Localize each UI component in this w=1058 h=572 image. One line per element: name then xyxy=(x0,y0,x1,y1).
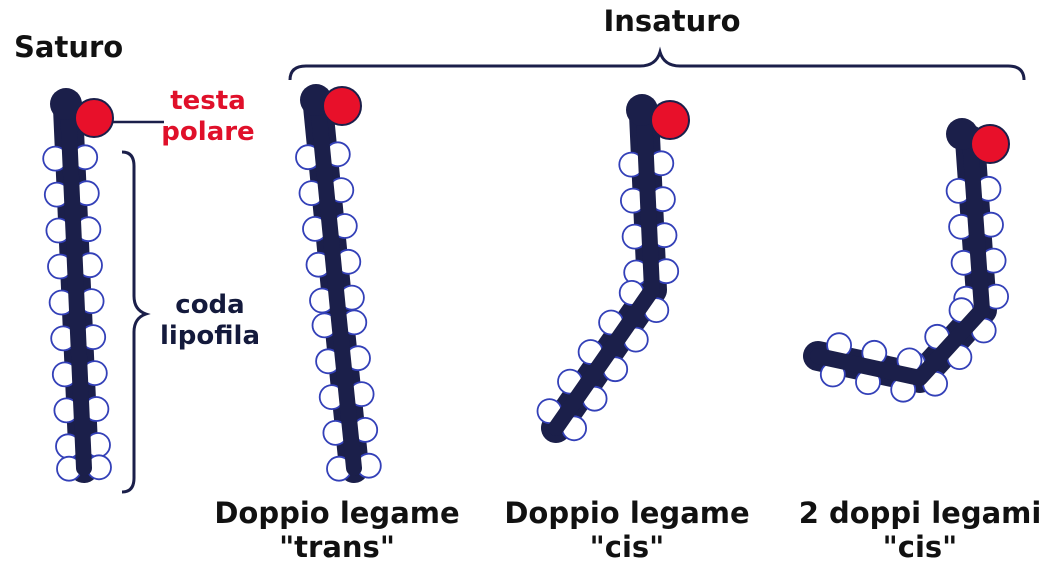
saturated-label: Saturo xyxy=(14,30,124,64)
polar-head-atom xyxy=(74,98,114,138)
cis-caption-line2: "cis" xyxy=(589,530,665,565)
head-label-line2: polare xyxy=(161,116,255,147)
head-label-line1: testa xyxy=(170,86,246,116)
cis2-caption-line1: 2 doppi legami xyxy=(798,496,1042,530)
molecule-cis-2 xyxy=(803,118,1010,403)
polar-head-atom xyxy=(322,86,362,126)
tail-label-line1: coda xyxy=(175,290,245,320)
cis2-caption: 2 doppi legami "cis" xyxy=(799,496,1042,564)
cis-caption: Doppio legame "cis" xyxy=(504,496,749,564)
carbon-backbone-core xyxy=(548,106,660,436)
carbon-backbone-core xyxy=(310,98,362,476)
trans-caption-line2: "trans" xyxy=(279,530,395,565)
cis2-caption-line2: "cis" xyxy=(882,530,958,565)
unsaturated-bracket xyxy=(288,46,1026,81)
carbon-backbone-core xyxy=(60,100,92,476)
cis-caption-line1: Doppio legame xyxy=(504,496,750,530)
polar-head-atom xyxy=(970,124,1010,164)
molecule-cis xyxy=(536,94,690,443)
tail-bracket xyxy=(121,150,151,494)
tail-label-line2: lipofila xyxy=(159,320,261,351)
head-carbon-atom xyxy=(626,94,658,126)
trans-caption: Doppio legame "trans" xyxy=(214,496,459,564)
tail-label: coda lipofila xyxy=(160,290,260,351)
polar-head-atom xyxy=(650,100,690,140)
trans-caption-line1: Doppio legame xyxy=(214,496,460,530)
head-carbon-atom xyxy=(946,118,978,150)
molecule-saturated xyxy=(42,88,114,483)
unsaturated-label: Insaturo xyxy=(603,4,741,38)
molecule-trans xyxy=(295,84,382,483)
head-carbon-atom xyxy=(50,88,82,120)
head-label: testa polare xyxy=(161,86,254,147)
carbon-backbone-core xyxy=(810,132,990,386)
